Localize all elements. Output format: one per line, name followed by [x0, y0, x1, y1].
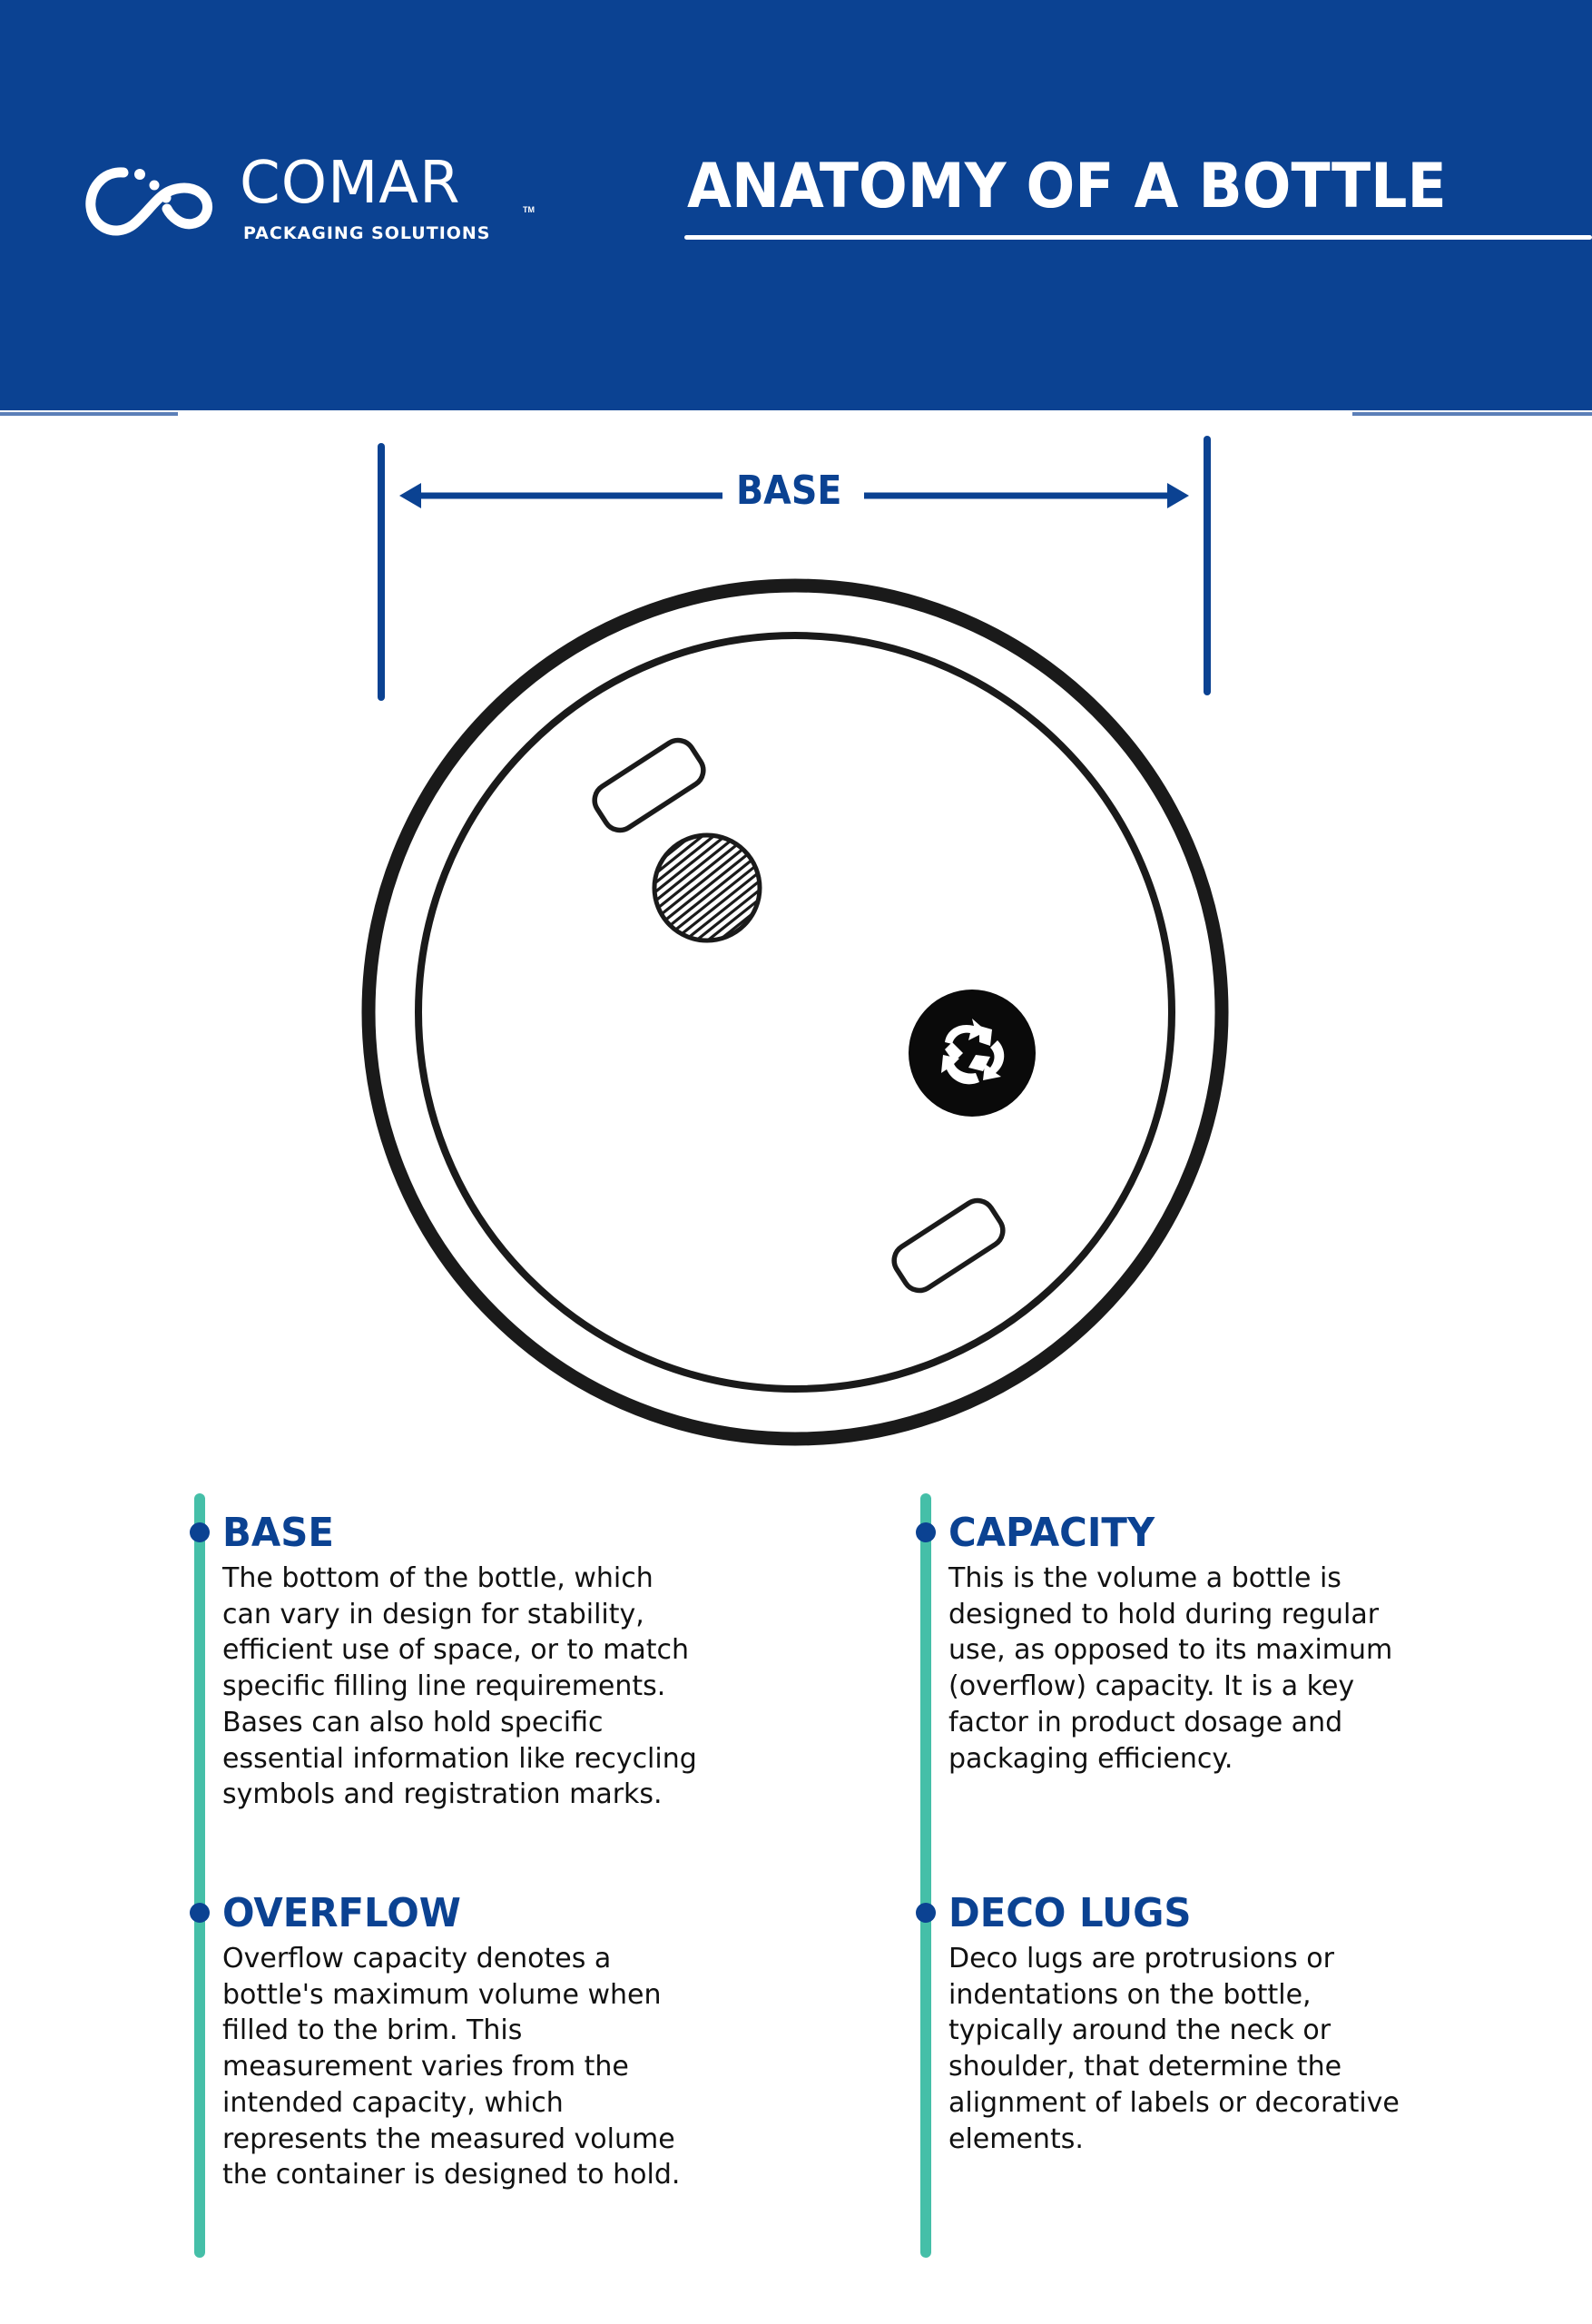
section-overflow: OVERFLOW Overflow capacity denotes a bot…: [194, 1874, 757, 2191]
deco-lug-lower: [891, 1197, 1006, 1294]
section-deco-lugs: DECO LUGS Deco lugs are protrusions or i…: [920, 1874, 1483, 2155]
section-heading: CAPACITY: [948, 1510, 1155, 1556]
recycle-icon: [909, 990, 1036, 1117]
timeline-dot: [916, 1522, 936, 1542]
header-rule-right: [1352, 412, 1592, 416]
double-arrow-icon: [378, 436, 1211, 701]
timeline-dot: [190, 1522, 210, 1542]
timeline-dot: [190, 1903, 210, 1923]
deco-lug-upper: [592, 737, 706, 833]
header-banner: COMAR TM PACKAGING SOLUTIONS ANATOMY OF …: [0, 0, 1592, 410]
brand-tagline: PACKAGING SOLUTIONS: [243, 223, 491, 243]
section-heading: BASE: [222, 1510, 334, 1556]
inner-base-circle: [415, 632, 1175, 1393]
base-dimension-label: BASE: [736, 468, 842, 514]
outer-rim-circle: [361, 578, 1229, 1446]
section-base: BASE The bottom of the bottle, which can…: [190, 1493, 757, 2258]
brand-name: COMAR: [240, 150, 461, 217]
section-body: Overflow capacity denotes a bottle's max…: [222, 1943, 681, 2191]
timeline-bar: [920, 1493, 931, 2258]
section-heading: DECO LUGS: [948, 1890, 1192, 1936]
page-title: ANATOMY OF A BOTTLE: [687, 151, 1447, 222]
section-heading: OVERFLOW: [222, 1890, 461, 1936]
section-body: The bottom of the bottle, which can vary…: [222, 1562, 697, 1811]
title-underline: [684, 235, 1592, 240]
trademark-mark: TM: [523, 205, 535, 214]
registration-mark-icon: [652, 832, 762, 943]
section-body: This is the volume a bottle is designed …: [948, 1562, 1393, 1775]
section-body: Deco lugs are protrusions or indentation…: [948, 1943, 1400, 2155]
timeline-dot: [916, 1903, 936, 1923]
infinity-swirl-logo-icon: [85, 167, 212, 236]
section-capacity: CAPACITY This is the volume a bottle is …: [916, 1493, 1483, 2258]
timeline-bar: [194, 1493, 205, 2258]
comar-logo: COMAR TM PACKAGING SOLUTIONS: [84, 154, 555, 251]
header-rule-left: [0, 412, 178, 416]
bottle-base-diagram: [361, 436, 1229, 1446]
